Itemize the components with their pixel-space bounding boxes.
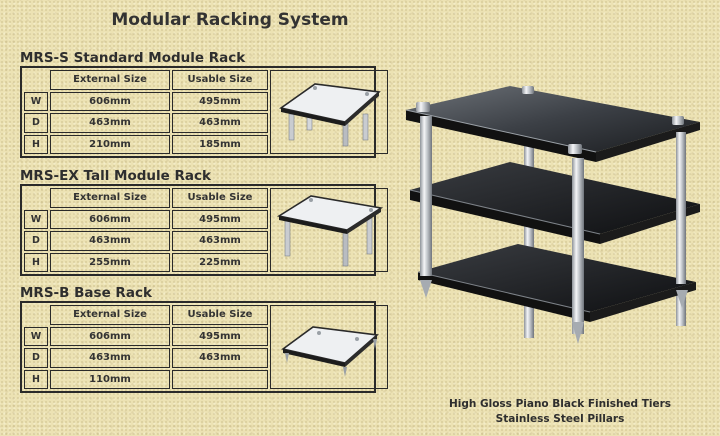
external-depth: 463mm <box>50 231 170 251</box>
external-width: 606mm <box>50 326 170 346</box>
header-external-size: External Size <box>50 70 170 90</box>
caption-pillars: Stainless Steel Pillars <box>495 413 625 425</box>
header-usable-size: Usable Size <box>172 305 268 325</box>
header-usable-size: Usable Size <box>172 70 268 90</box>
caption-finish: High Gloss Piano Black Finished Tiers <box>448 398 672 410</box>
rack-image-cell <box>270 188 388 272</box>
three-tier-rack-illustration <box>405 86 700 344</box>
page-title: Modular Racking System <box>111 10 349 30</box>
row-label-h: H <box>24 369 48 389</box>
rack-thumbnail-mrs-b <box>281 326 379 377</box>
external-height: 255mm <box>50 252 170 272</box>
header-external-size: External Size <box>50 305 170 325</box>
row-label-h: H <box>24 134 48 154</box>
corner-cell <box>24 305 48 325</box>
usable-depth: 463mm <box>172 231 268 251</box>
section-title-mrs-b: MRS-B Base Rack <box>20 285 152 301</box>
rack-thumbnail-mrs-ex <box>276 195 384 267</box>
external-height: 210mm <box>50 134 170 154</box>
external-depth: 463mm <box>50 348 170 368</box>
section-title-mrs-ex: MRS-EX Tall Module Rack <box>20 168 211 184</box>
row-label-w: W <box>24 91 48 111</box>
spec-table-mrs-b: External Size Usable Size W 606mm 495mm … <box>20 301 388 393</box>
external-height: 110mm <box>50 369 170 389</box>
row-label-d: D <box>24 231 48 251</box>
external-width: 606mm <box>50 91 170 111</box>
header-usable-size: Usable Size <box>172 188 268 208</box>
row-label-w: W <box>24 209 48 229</box>
rack-image-cell <box>270 70 388 154</box>
usable-height: 225mm <box>172 252 268 272</box>
rack-image-cell <box>270 305 388 389</box>
row-label-h: H <box>24 252 48 272</box>
usable-width: 495mm <box>172 209 268 229</box>
usable-height: 185mm <box>172 134 268 154</box>
usable-depth: 463mm <box>172 348 268 368</box>
row-label-w: W <box>24 326 48 346</box>
row-label-d: D <box>24 113 48 133</box>
external-width: 606mm <box>50 209 170 229</box>
spec-table-mrs-s: External Size Usable Size W 606mm 495mm … <box>20 66 388 158</box>
usable-width: 495mm <box>172 326 268 346</box>
rack-thumbnail-mrs-s <box>279 83 381 147</box>
row-label-d: D <box>24 348 48 368</box>
corner-cell <box>24 70 48 90</box>
external-depth: 463mm <box>50 113 170 133</box>
usable-width: 495mm <box>172 91 268 111</box>
usable-height <box>172 369 268 389</box>
corner-cell <box>24 188 48 208</box>
section-title-mrs-s: MRS-S Standard Module Rack <box>20 50 246 66</box>
usable-depth: 463mm <box>172 113 268 133</box>
rack-product-image <box>400 86 700 360</box>
header-external-size: External Size <box>50 188 170 208</box>
spec-table-mrs-ex: External Size Usable Size W 606mm 495mm … <box>20 184 388 276</box>
